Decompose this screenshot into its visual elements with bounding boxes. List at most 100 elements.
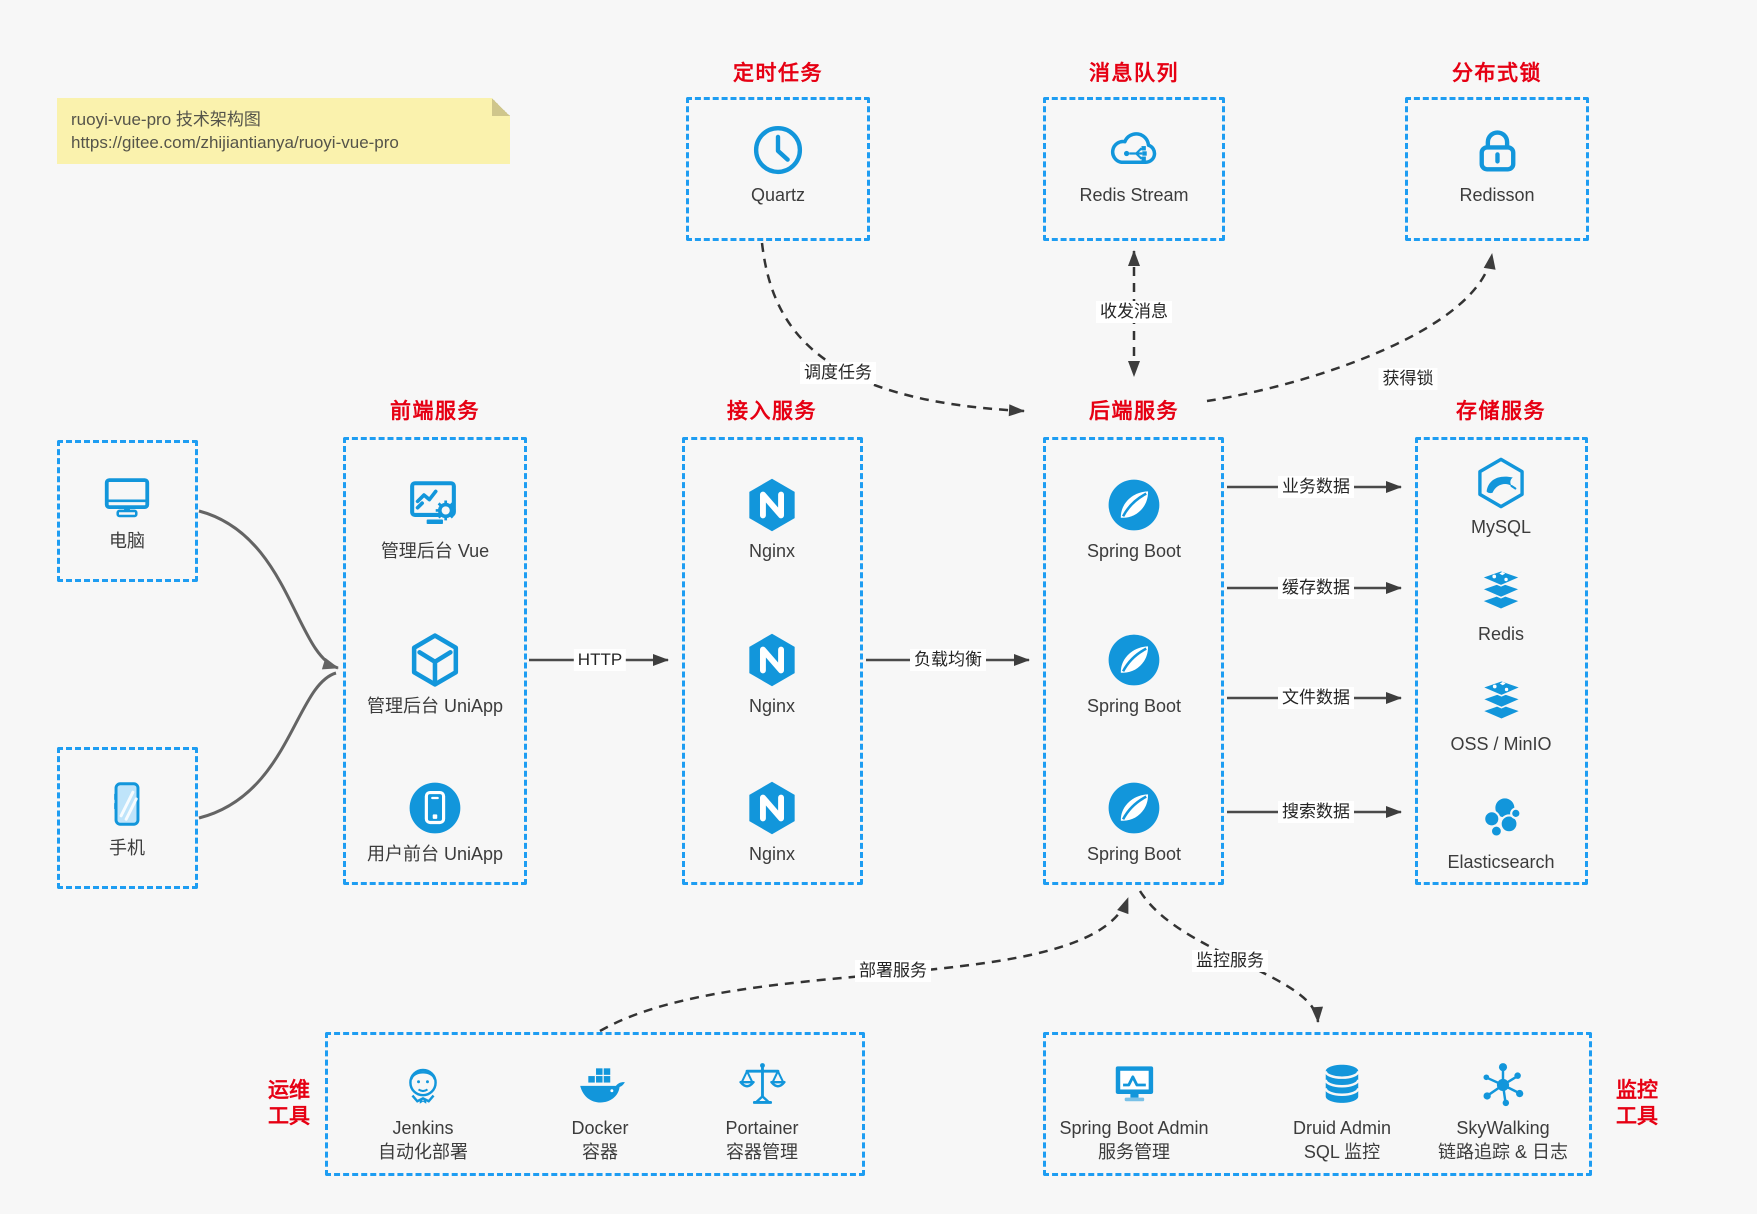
group-title-ops-tools: 运维 工具 — [268, 1078, 310, 1130]
edge-label-http: HTTP — [573, 649, 627, 671]
node-sublabel: 服务管理 — [1098, 1142, 1170, 1162]
note-url: https://gitee.com/zhijiantianya/ruoyi-vu… — [71, 133, 399, 152]
node-admin-uniapp: 管理后台 UniApp — [367, 631, 503, 718]
jenkins-icon — [397, 1059, 449, 1111]
node-label: Nginx — [748, 844, 796, 864]
portainer-icon — [736, 1059, 788, 1111]
admin-dashboard-icon — [406, 476, 464, 534]
node-label: Elasticsearch — [1447, 852, 1555, 872]
box-phone-client — [57, 747, 198, 889]
node-sublabel: 容器 — [581, 1142, 618, 1162]
clock-icon — [750, 122, 806, 178]
group-title-frontend: 前端服务 — [390, 400, 480, 423]
node-sublabel: 容器管理 — [725, 1142, 798, 1162]
group-title-message-queue: 消息队列 — [1089, 62, 1179, 85]
monitor-title-line1: 监控 — [1616, 1079, 1658, 1102]
group-title-distributed-lock: 分布式锁 — [1452, 62, 1542, 85]
group-title-monitor-tools: 监控 工具 — [1616, 1078, 1658, 1130]
lock-icon — [1469, 122, 1525, 178]
node-label: Jenkins — [392, 1118, 454, 1138]
edge-pc-to-frontend — [198, 509, 339, 670]
node-label: Redis — [1477, 624, 1525, 644]
node-label: Spring Boot — [1086, 541, 1182, 561]
node-quartz: Quartz — [750, 122, 806, 207]
node-redis: Redis — [1474, 563, 1528, 646]
node-druid-admin: Druid Admin SQL 监控 — [1293, 1059, 1391, 1164]
box-distributed-lock — [1405, 97, 1589, 241]
box-monitor-tools — [1043, 1032, 1592, 1176]
node-phone: 手机 — [100, 777, 154, 860]
box-storage — [1415, 437, 1588, 885]
node-sublabel: 自动化部署 — [378, 1142, 468, 1162]
node-nginx-1: Nginx — [743, 476, 801, 563]
note-fold-corner — [492, 98, 510, 116]
node-jenkins: Jenkins 自动化部署 — [378, 1059, 468, 1164]
node-spring-boot-3: Spring Boot — [1087, 779, 1181, 866]
node-sublabel: 链路追踪 & 日志 — [1437, 1142, 1569, 1162]
edge-schedule-task-arrow — [760, 242, 1025, 417]
box-backend — [1043, 437, 1224, 885]
group-title-gateway: 接入服务 — [727, 400, 817, 423]
node-label: Spring Boot Admin — [1059, 1118, 1209, 1138]
node-elasticsearch: Elasticsearch — [1447, 791, 1555, 874]
nginx-icon — [743, 476, 801, 534]
node-nginx-3: Nginx — [743, 779, 801, 866]
node-spring-boot-admin: Spring Boot Admin 服务管理 — [1059, 1059, 1209, 1164]
cloud-mq-icon — [1106, 122, 1162, 178]
user-app-icon — [406, 779, 464, 837]
redis-stack-icon — [1474, 673, 1528, 727]
elasticsearch-icon — [1474, 791, 1528, 845]
node-label: 手机 — [109, 838, 145, 858]
group-title-scheduled-tasks: 定时任务 — [733, 62, 823, 85]
node-user-uniapp: 用户前台 UniApp — [367, 779, 503, 866]
edge-label-business-data: 业务数据 — [1278, 476, 1354, 498]
node-mysql: MySQL — [1471, 456, 1531, 539]
redis-stack-icon — [1474, 563, 1528, 617]
edge-label-file-data: 文件数据 — [1278, 687, 1354, 709]
node-pc: 电脑 — [100, 470, 154, 553]
edge-label-schedule-task: 调度任务 — [800, 362, 876, 384]
node-label: 用户前台 UniApp — [366, 844, 504, 864]
edge-label-deploy-service: 部署服务 — [855, 960, 931, 982]
node-label: Portainer — [725, 1118, 799, 1138]
edge-label-c ache-data: 缓存数据 — [1278, 577, 1354, 599]
node-nginx-2: Nginx — [743, 631, 801, 718]
sticky-note: ruoyi-vue-pro 技术架构图 https://gitee.com/zh… — [57, 98, 510, 164]
edge-label-monitor-service: 监控服务 — [1192, 950, 1268, 972]
node-spring-boot-1: Spring Boot — [1087, 476, 1181, 563]
edge-phone-to-frontend — [198, 671, 337, 820]
node-label: Spring Boot — [1086, 696, 1182, 716]
node-label: Redisson — [1459, 185, 1535, 205]
edge-label-search-data: 搜索数据 — [1278, 801, 1354, 823]
node-sublabel: SQL 监控 — [1303, 1142, 1381, 1162]
box-frontend — [343, 437, 527, 885]
node-spring-boot-2: Spring Boot — [1087, 631, 1181, 718]
box-pc-client — [57, 440, 198, 582]
nginx-icon — [743, 631, 801, 689]
group-title-storage: 存储服务 — [1456, 400, 1546, 423]
edge-label-acquire-lock: 获得锁 — [1378, 368, 1438, 390]
node-label: Druid Admin — [1292, 1118, 1392, 1138]
edge-label-send-receive-message: 收发消息 — [1096, 301, 1172, 323]
monitor-title-line2: 工具 — [1616, 1105, 1658, 1128]
node-oss-minio: OSS / MinIO — [1450, 673, 1552, 756]
group-title-backend: 后端服务 — [1089, 400, 1179, 423]
node-label: SkyWalking — [1456, 1118, 1550, 1138]
mobile-icon — [100, 777, 154, 831]
node-label: 管理后台 UniApp — [366, 696, 504, 716]
node-skywalking: SkyWalking 链路追踪 & 日志 — [1438, 1059, 1568, 1164]
spring-boot-icon — [1105, 476, 1163, 534]
node-label: Quartz — [750, 185, 806, 205]
node-label: Nginx — [748, 696, 796, 716]
node-label: Redis Stream — [1079, 185, 1189, 205]
node-docker: Docker 容器 — [571, 1059, 629, 1164]
skywalking-icon — [1477, 1059, 1529, 1111]
nginx-icon — [743, 779, 801, 837]
node-label: Nginx — [748, 541, 796, 561]
node-label: Docker — [571, 1118, 629, 1138]
box-message-queue — [1043, 97, 1225, 241]
node-portainer: Portainer 容器管理 — [725, 1059, 799, 1164]
node-redis-stream: Redis Stream — [1079, 122, 1189, 207]
box-ops-tools — [325, 1032, 865, 1176]
